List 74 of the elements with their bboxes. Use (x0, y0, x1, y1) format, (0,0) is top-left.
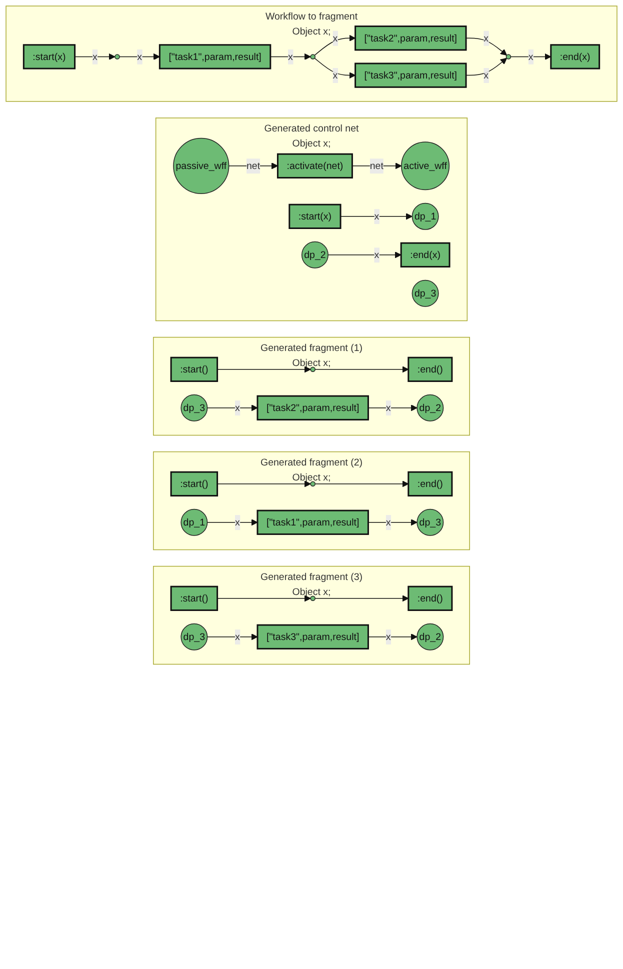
arrow (314, 595, 409, 602)
edge-label: x (386, 516, 391, 528)
node-box: :end(x) (550, 44, 600, 70)
node-box: ["task2",param,result] (256, 395, 369, 420)
edge-label: x (484, 32, 489, 44)
arrow (368, 519, 418, 526)
arrow (74, 53, 116, 60)
node-circle: dp_3 (180, 394, 208, 422)
arrow (314, 480, 409, 488)
node-circle: dp_1 (412, 202, 439, 230)
node-circle: dp_3 (412, 280, 439, 307)
node-circle (310, 54, 316, 60)
node-circle (310, 481, 316, 487)
arrow (328, 252, 402, 258)
node-box: ["task3",param,result] (256, 624, 369, 650)
edge-label: x (386, 402, 391, 414)
arrow (340, 213, 412, 220)
edge-label: x (288, 50, 293, 62)
edge-label: x (386, 631, 391, 642)
arrow (314, 34, 356, 56)
node-circle (310, 596, 316, 602)
arrow (216, 480, 311, 488)
node-box: :start(x) (22, 44, 76, 70)
node-circle: dp_3 (416, 508, 444, 536)
node-circle: dp_3 (180, 623, 208, 650)
arrow (314, 366, 409, 373)
edge-label: x (92, 50, 98, 62)
edge-label: x (234, 631, 240, 642)
edge-label: x (234, 402, 240, 414)
edge-label: net (246, 160, 260, 172)
node-box: :end(x) (400, 242, 450, 268)
node-circle: dp_2 (301, 241, 328, 268)
node-box: :start() (170, 471, 218, 496)
edge-label: x (374, 249, 380, 260)
node-box: :end() (408, 586, 453, 611)
node-box: :start(x) (288, 204, 342, 229)
arrow (270, 53, 311, 60)
node-circle: dp_2 (416, 623, 444, 650)
node-box: :activate(net) (276, 153, 353, 178)
node-box: :start() (170, 586, 218, 611)
arrow (466, 38, 508, 56)
edge-label: x (374, 210, 380, 222)
node-box: ["task1",param,result] (158, 44, 272, 70)
edge-label: x (137, 50, 142, 62)
arrow (314, 58, 356, 79)
node-circle: dp_2 (416, 394, 444, 422)
node-box: ["task3",param,result] (354, 62, 467, 88)
arrow (216, 595, 311, 602)
arrow (466, 58, 508, 76)
arrow (368, 404, 418, 412)
arrow (510, 53, 552, 60)
node-box: :start() (170, 356, 218, 382)
edge-label: x (484, 69, 489, 81)
arrow (206, 404, 258, 412)
edge-label: x (332, 69, 338, 81)
edge-label: x (234, 516, 240, 528)
arrow (206, 634, 258, 640)
edge-label: net (370, 160, 384, 172)
node-box: :end() (408, 356, 453, 382)
node-circle (506, 54, 512, 60)
node-circle: active_wff (401, 142, 450, 190)
node-circle: passive_wff (173, 138, 230, 194)
node-circle (114, 54, 120, 60)
node-circle (310, 366, 316, 372)
node-box: :end() (408, 471, 453, 496)
node-box: ["task2",param,result] (354, 26, 467, 51)
node-box: ["task1",param,result] (256, 510, 369, 535)
arrow (206, 519, 258, 526)
node-circle: dp_1 (180, 508, 208, 536)
arrow (119, 53, 160, 60)
arrow (368, 634, 418, 640)
arrow (216, 366, 311, 373)
edge-label: x (332, 32, 338, 44)
edge-label: x (528, 50, 534, 62)
